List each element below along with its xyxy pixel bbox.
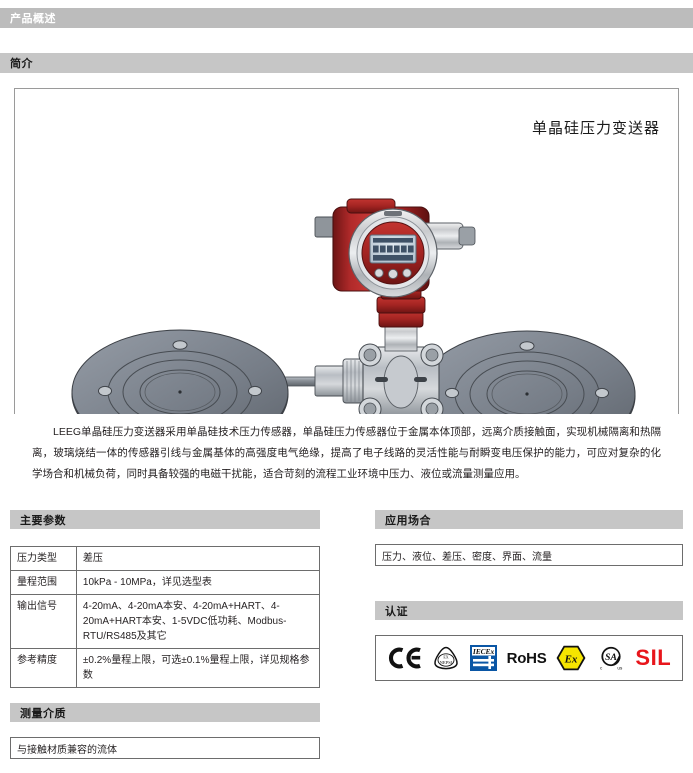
section-header-applications: 应用场合 [375, 510, 683, 529]
product-title: 单晶硅压力变送器 [531, 120, 660, 137]
iecex-icon: IECEx [469, 645, 497, 671]
sil-icon: SIL [635, 645, 672, 670]
section-header-product-overview: 产品概述 [0, 8, 693, 28]
table-row: 输出信号 4-20mA、4-20mA本安、4-20mA+HART、4-20mA+… [10, 594, 321, 649]
svg-text:IECEx: IECEx [472, 647, 495, 656]
nepsi-icon: EX NEPSI [432, 645, 460, 671]
section-header-intro: 简介 [0, 53, 693, 73]
sensor-body-manifold [314, 343, 444, 430]
section-header-label: 应用场合 [385, 514, 431, 527]
table-row: 量程范围 10kPa - 10MPa，详见选型表 [10, 570, 321, 595]
product-illustration-svg [71, 198, 636, 460]
table-row: 参考精度 ±0.2%量程上限，可选±0.1%量程上限，详见规格参数 [10, 648, 321, 688]
spec-value: 10kPa - 10MPa，详见选型表 [75, 570, 321, 595]
spec-key: 压力类型 [10, 546, 77, 571]
spec-key: 量程范围 [10, 570, 77, 595]
section-header-main-params: 主要参数 [10, 510, 320, 529]
atex-ex-icon: Ex [556, 645, 586, 671]
svg-text:NEPSI: NEPSI [440, 660, 453, 665]
section-header-medium: 测量介质 [10, 703, 320, 722]
section-header-label: 认证 [385, 605, 408, 618]
spec-value: ±0.2%量程上限，可选±0.1%量程上限，详见规格参数 [75, 648, 321, 688]
ce-icon [387, 646, 423, 670]
spec-value: 差压 [75, 546, 321, 571]
section-header-label: 主要参数 [20, 514, 66, 527]
rohs-icon: RoHS [506, 649, 547, 667]
spec-key: 参考精度 [10, 648, 77, 688]
svg-text:EX: EX [444, 654, 449, 659]
section-header-label: 测量介质 [20, 707, 66, 720]
section-header-label: 产品概述 [10, 13, 56, 25]
section-header-label: 简介 [10, 58, 33, 70]
spec-key: 输出信号 [10, 594, 77, 649]
transmitter-electronics-housing [314, 198, 476, 298]
certification-logos: EX NEPSI IECEx RoHS Ex [375, 635, 683, 681]
intro-paragraph: LEEG单晶硅压力变送器采用单晶硅技术压力传感器，单晶硅压力传感器位于金属本体顶… [14, 414, 679, 495]
section-header-certifications: 认证 [375, 601, 683, 620]
applications-value: 压力、液位、差压、密度、界面、流量 [375, 544, 683, 566]
spec-table: 压力类型 差压 量程范围 10kPa - 10MPa，详见选型表 输出信号 4-… [10, 546, 321, 688]
medium-value: 与接触材质兼容的流体 [10, 737, 320, 759]
table-row: 压力类型 差压 [10, 546, 321, 571]
csa-icon: SA c us [596, 645, 626, 671]
svg-text:c: c [600, 665, 603, 670]
svg-text:SA: SA [605, 652, 617, 663]
spec-value: 4-20mA、4-20mA本安、4-20mA+HART、4-20mA+HART本… [75, 594, 321, 649]
svg-text:Ex: Ex [564, 654, 578, 666]
svg-text:us: us [617, 665, 623, 670]
